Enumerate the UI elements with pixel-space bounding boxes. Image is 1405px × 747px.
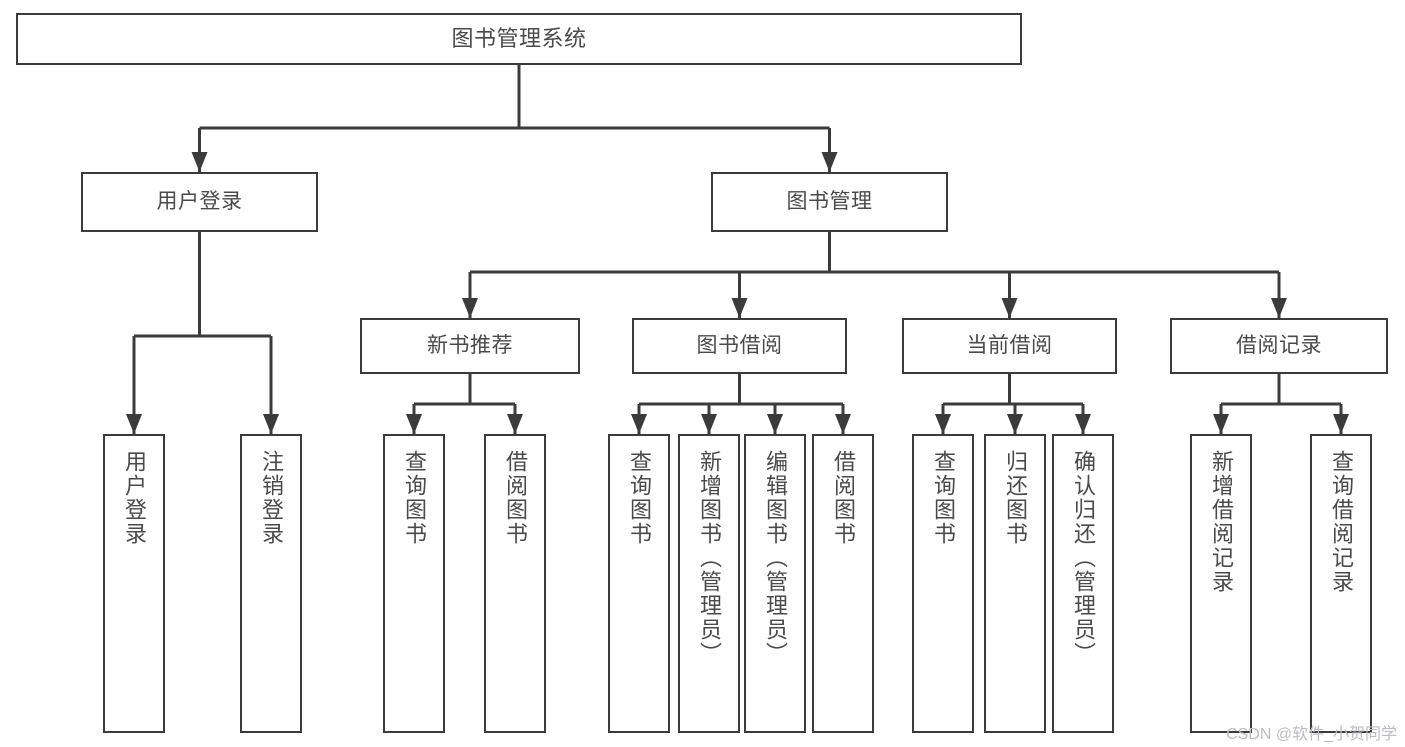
- node-leaf-his-add[interactable]: 新增借阅记录: [1190, 434, 1252, 733]
- node-root[interactable]: 图书管理系统: [16, 13, 1022, 65]
- node-leaf-user-login[interactable]: 用户登录: [103, 434, 165, 733]
- node-label: 新增图书（管理员）: [697, 450, 722, 666]
- node-label: 查询图书: [931, 450, 956, 546]
- node-user-login[interactable]: 用户登录: [81, 172, 318, 232]
- node-label: 确认归还（管理员）: [1071, 450, 1096, 666]
- node-label: 借阅图书: [503, 450, 528, 546]
- arrow-head-icon: [935, 414, 951, 434]
- node-leaf-rec-query[interactable]: 查询图书: [383, 434, 445, 733]
- node-label: 查询图书: [402, 450, 427, 546]
- node-leaf-bor-edit[interactable]: 编辑图书（管理员）: [744, 434, 806, 733]
- node-leaf-cur-query[interactable]: 查询图书: [912, 434, 974, 733]
- node-leaf-rec-borrow[interactable]: 借阅图书: [484, 434, 546, 733]
- node-label: 借阅记录: [1236, 333, 1322, 357]
- arrow-head-icon: [1001, 298, 1018, 318]
- node-borrow[interactable]: 图书借阅: [632, 318, 847, 374]
- arrow-head-icon: [263, 414, 279, 434]
- arrow-head-icon: [701, 414, 717, 434]
- node-leaf-bor-add[interactable]: 新增图书（管理员）: [678, 434, 740, 733]
- arrow-head-icon: [1075, 414, 1091, 434]
- node-current[interactable]: 当前借阅: [902, 318, 1117, 374]
- arrow-head-icon: [1333, 414, 1349, 434]
- node-label: 用户登录: [156, 189, 243, 213]
- arrow-head-icon: [835, 414, 851, 434]
- node-label: 新增借阅记录: [1209, 450, 1234, 594]
- node-label: 图书管理: [786, 189, 873, 213]
- node-leaf-bor-query[interactable]: 查询图书: [608, 434, 670, 733]
- arrow-head-icon: [462, 298, 478, 318]
- node-leaf-user-logout[interactable]: 注销登录: [240, 434, 302, 733]
- node-leaf-cur-confirm[interactable]: 确认归还（管理员）: [1052, 434, 1114, 733]
- node-label: 图书管理系统: [451, 26, 587, 52]
- arrow-head-icon: [767, 414, 783, 434]
- node-label: 当前借阅: [966, 333, 1053, 357]
- node-label: 归还图书: [1003, 450, 1028, 546]
- arrow-head-icon: [631, 414, 647, 434]
- arrow-head-icon: [1213, 414, 1229, 434]
- arrow-head-icon: [1007, 414, 1023, 434]
- node-leaf-his-query[interactable]: 查询借阅记录: [1310, 434, 1372, 733]
- arrow-head-icon: [191, 152, 208, 172]
- node-label: 查询图书: [627, 450, 652, 546]
- node-book-mgmt[interactable]: 图书管理: [711, 172, 948, 232]
- arrow-head-icon: [731, 298, 748, 318]
- arrow-head-icon: [507, 414, 523, 434]
- arrow-head-icon: [126, 414, 142, 434]
- arrow-head-icon: [406, 414, 422, 434]
- node-label: 图书借阅: [696, 333, 783, 357]
- node-leaf-cur-return[interactable]: 归还图书: [984, 434, 1046, 733]
- node-label: 借阅图书: [831, 450, 856, 546]
- node-label: 查询借阅记录: [1329, 450, 1354, 594]
- node-label: 注销登录: [259, 450, 284, 546]
- node-label: 用户登录: [122, 450, 147, 546]
- node-new-rec[interactable]: 新书推荐: [360, 318, 580, 374]
- node-label: 新书推荐: [427, 333, 513, 357]
- arrow-head-icon: [1271, 298, 1287, 318]
- watermark-text: CSDN @软件_小贺同学: [1226, 726, 1397, 743]
- arrow-head-icon: [821, 152, 838, 172]
- node-history[interactable]: 借阅记录: [1170, 318, 1388, 374]
- node-label: 编辑图书（管理员）: [763, 450, 788, 666]
- node-leaf-bor-borrow[interactable]: 借阅图书: [812, 434, 874, 733]
